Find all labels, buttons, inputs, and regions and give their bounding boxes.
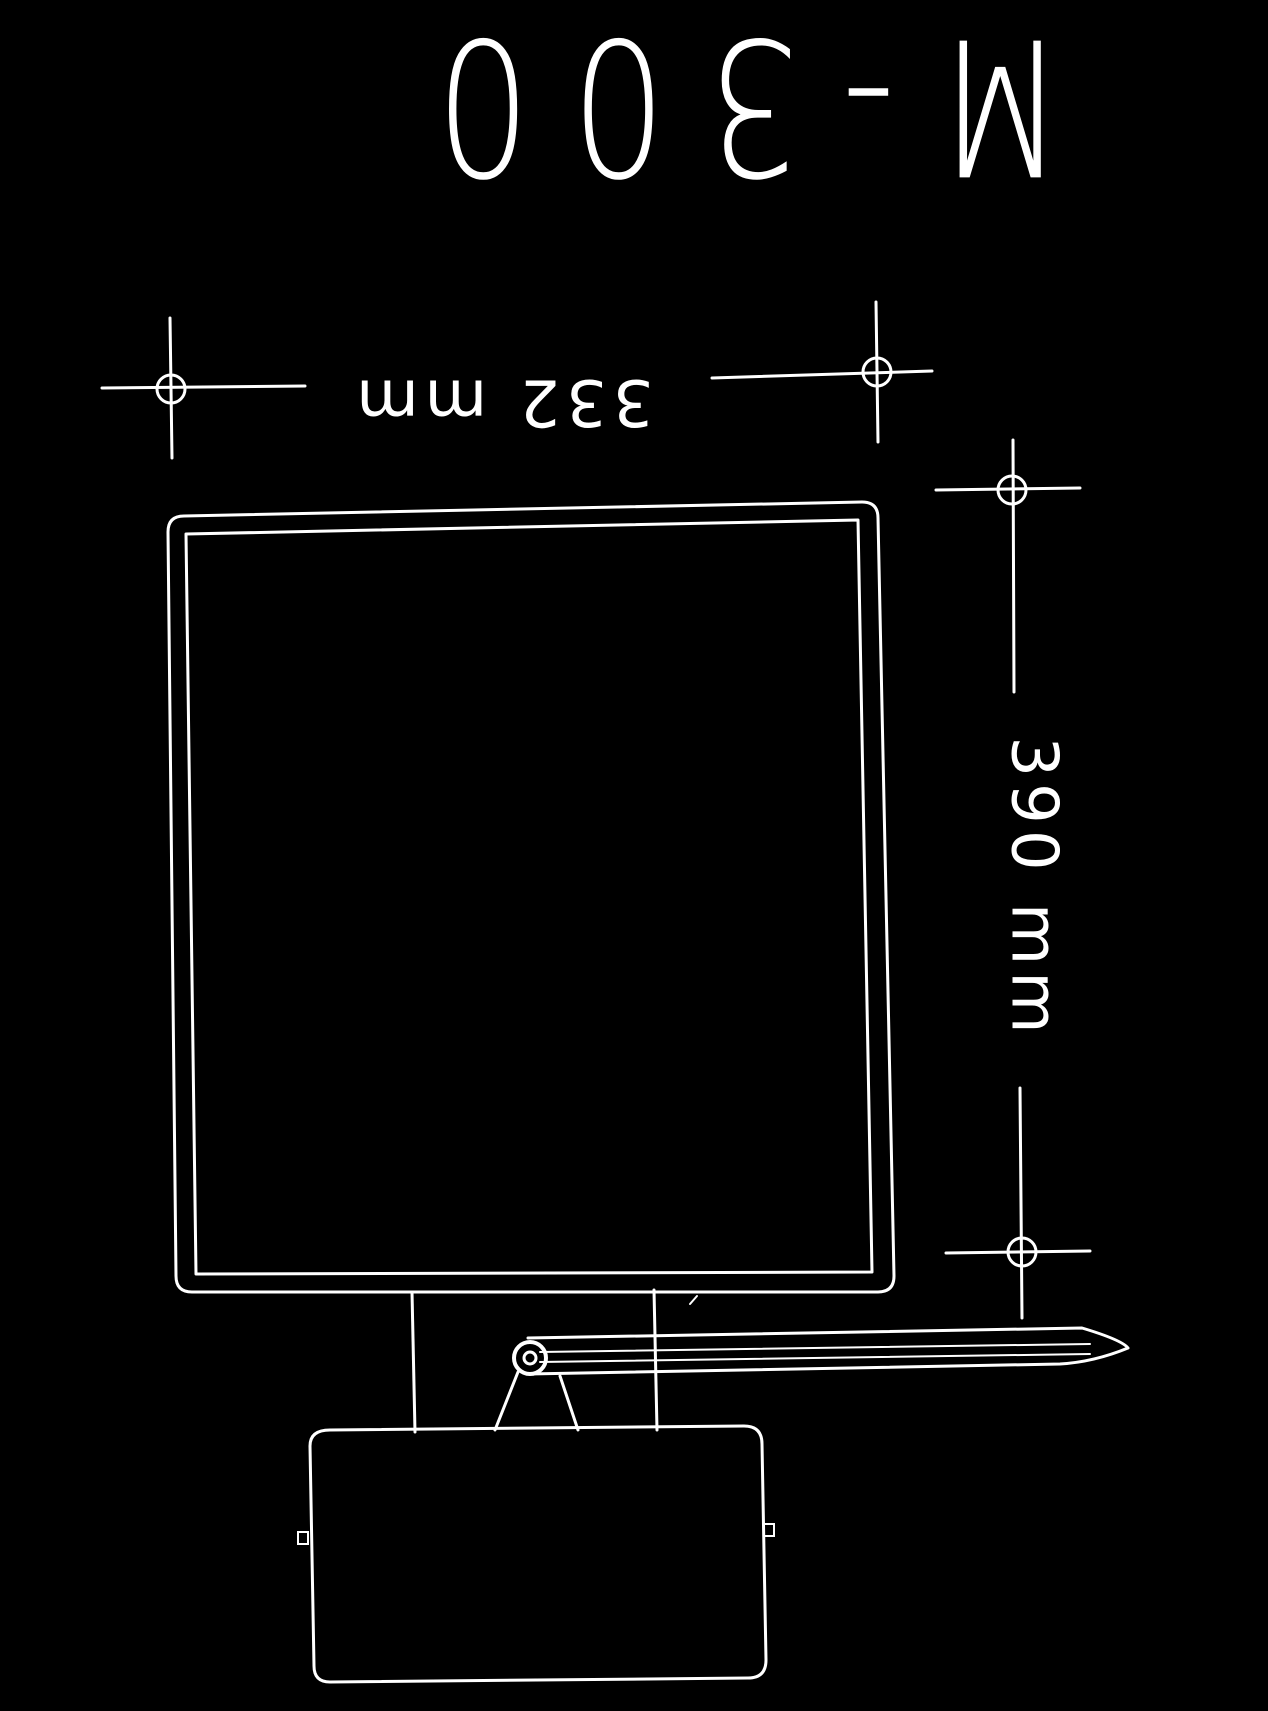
display-panel (166, 500, 896, 1294)
width-marker-left-icon (155, 316, 187, 460)
display-screen (184, 518, 874, 1276)
height-dimension-line (934, 438, 1092, 1320)
base-left-connector-icon (297, 1531, 309, 1545)
base-unit (297, 1424, 775, 1684)
height-dimension-group: 390 mm (996, 736, 1070, 1039)
width-dimension-group: 332 mm (350, 364, 653, 438)
height-dimension: 390 mm (996, 736, 1070, 1039)
model-label: M-300 (395, 0, 1065, 214)
width-dimension: 332 mm (350, 364, 653, 438)
height-marker-top-icon (934, 474, 1082, 506)
base-right-connector-icon (763, 1523, 775, 1537)
speckle-mark (689, 1295, 698, 1305)
probe-pivot-icon (512, 1340, 548, 1376)
height-marker-bottom-icon (944, 1236, 1092, 1268)
display-outer-frame (166, 500, 896, 1294)
width-dimension-line (100, 300, 934, 460)
width-marker-right-icon (861, 300, 893, 444)
model-label-group: M-300 (395, 0, 1065, 214)
probe-arm (493, 1326, 1130, 1432)
